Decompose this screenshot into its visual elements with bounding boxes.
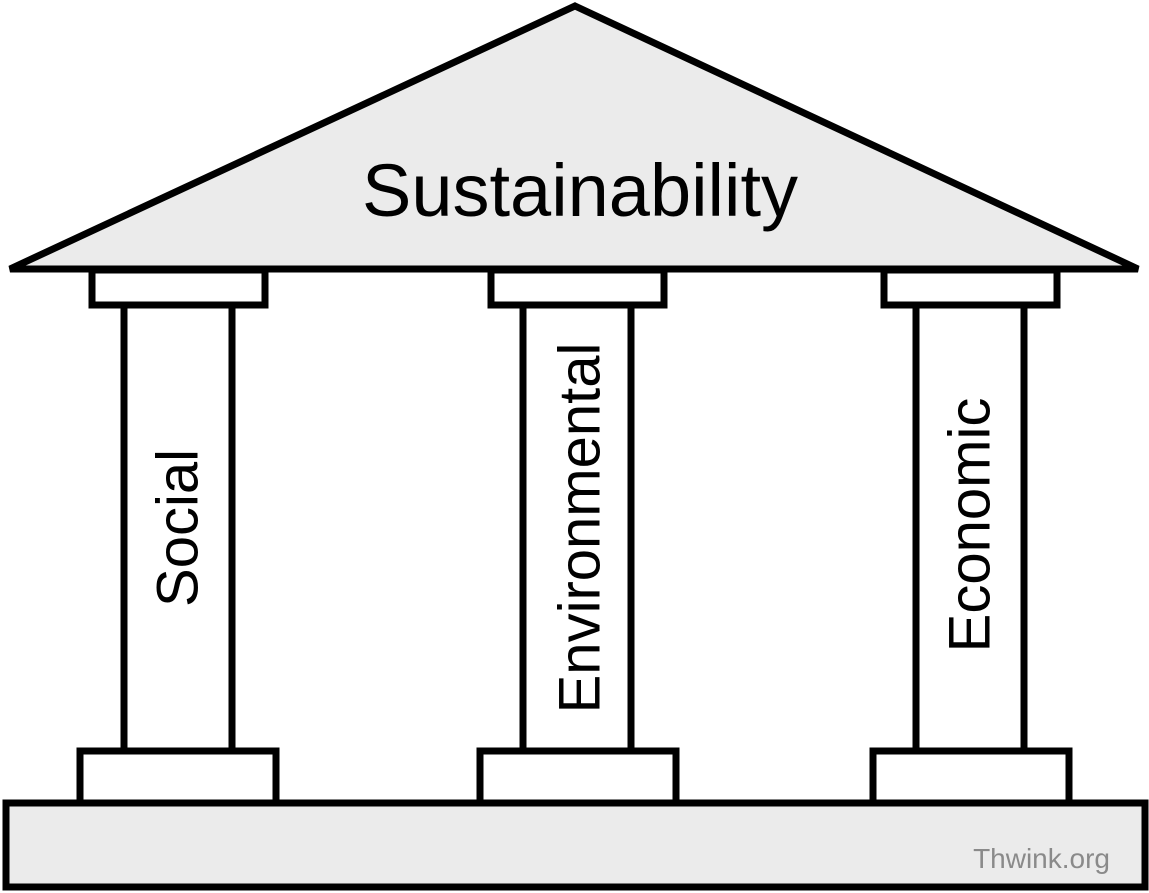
pillar-environmental-shaft (519, 301, 635, 755)
pillar-economic-capital (880, 266, 1061, 309)
pillar-environmental-capital (487, 266, 668, 309)
pillar-economic: Economic (869, 266, 1073, 807)
pillar-economic-plinth (869, 747, 1073, 807)
pillar-economic-label: Economic (938, 398, 1003, 653)
pillar-social-plinth (76, 747, 280, 807)
pillar-social-capital (88, 266, 269, 309)
pillar-environmental-plinth (476, 747, 680, 807)
pillar-social-label: Social (146, 449, 211, 607)
pillar-economic-shaft (912, 301, 1028, 755)
pillar-environmental-label: Environmental (548, 343, 613, 714)
roof-label: Sustainability (362, 149, 798, 232)
pillar-environmental: Environmental (476, 266, 680, 807)
pillar-social: Social (76, 266, 280, 807)
credit-label: Thwink.org (973, 843, 1110, 874)
pillar-social-shaft (120, 301, 236, 755)
temple-base (2, 799, 1149, 891)
